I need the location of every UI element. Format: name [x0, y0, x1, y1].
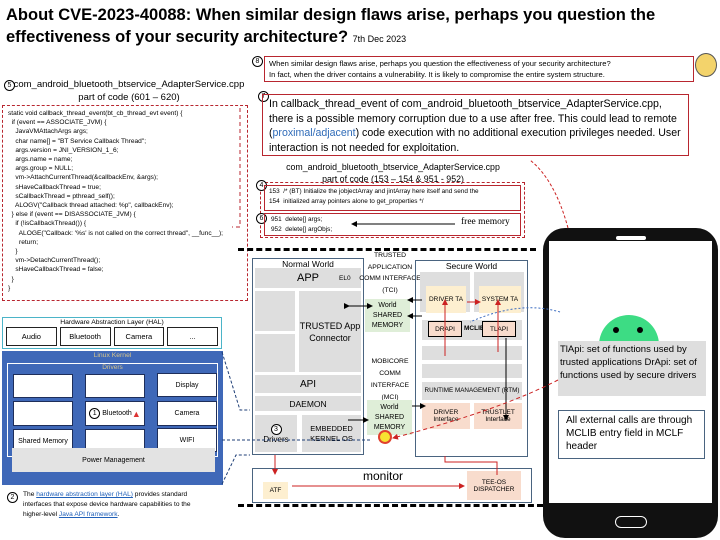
hal-bluetooth: Bluetooth: [59, 327, 111, 346]
world-shared-memory-mci: World SHARED MEMORY: [367, 400, 412, 435]
driver-camera: Camera: [157, 401, 217, 426]
code-lines-153-154: 153 /* (BT) Initialize the jobjectArray …: [264, 185, 521, 211]
hal-camera: Camera: [113, 327, 165, 346]
code-block-callback-thread-event: static void callback_thread_event(bt_cb_…: [2, 105, 248, 301]
step-number: 8: [252, 56, 263, 67]
note-7-vulnerability-description: In callback_thread_event of com_android_…: [262, 94, 689, 156]
page-title: About CVE-2023-40088: When similar desig…: [6, 6, 656, 46]
note-8: When similar design flaws arise, perhaps…: [264, 56, 694, 82]
power-management: Power Management: [12, 448, 215, 472]
code-header-right: com_android_bluetooth_btservice_AdapterS…: [286, 162, 500, 184]
driver-interface: DRIVER Interface: [422, 403, 470, 429]
tlapi: TLAPI: [482, 321, 516, 337]
step-number: 6: [256, 213, 267, 224]
code-lines-951-952: 951 delete[] args; 952 delete[] argObjs;: [264, 213, 521, 236]
normal-world: Normal World APP EL0 TRUSTED App Connect…: [252, 258, 364, 455]
warning-icon: ▲: [131, 408, 141, 419]
hal-description: The hardware abstraction layer (HAL) pro…: [23, 491, 191, 518]
date: 7th Dec 2023: [352, 34, 407, 44]
step-number: 5: [4, 80, 15, 91]
tci-label: TRUSTED APPLICATION COMM INTERFACE (TCI): [359, 252, 421, 294]
atf: ATF: [263, 482, 288, 499]
api-layer: API: [255, 375, 361, 393]
mclib-note: All external calls are through MCLIB ent…: [558, 410, 705, 459]
trustlet-interface: TRUSTLET Interface: [474, 403, 522, 429]
code-block-right: [260, 182, 525, 238]
daemon-layer: DAEMON: [255, 396, 361, 411]
phone-frame: TlApi: set of functions used by trusted …: [543, 228, 718, 538]
code-header-left: com_android_bluetooth_btservice_AdapterS…: [13, 79, 245, 103]
runtime-management: RUNTIME MANAGEMENT (RTM): [422, 382, 522, 400]
home-button[interactable]: [615, 516, 647, 528]
embedded-kernel-os: EMBEDDED KERNEL OS: [302, 415, 361, 452]
step-number: 7: [258, 91, 269, 102]
hal-layer: Hardware Abstraction Layer (HAL) Audio B…: [2, 317, 222, 349]
monitor: monitor ATF TEE-OS DISPATCHER: [252, 468, 532, 503]
cartoon-face-icon: [695, 53, 717, 77]
hal-more: ...: [167, 327, 218, 346]
el0-label: EL0: [339, 275, 351, 282]
free-memory-label: free memory: [461, 217, 510, 227]
explosion-icon: [380, 432, 390, 442]
tee-os-dispatcher: TEE-OS DISPATCHER: [467, 471, 521, 500]
api-note: TlApi: set of functions used by trusted …: [558, 341, 706, 396]
driver-display: Display: [157, 373, 217, 397]
mci-label: MOBICORE COMM INTERFACE (MCI): [370, 358, 410, 401]
hal-audio: Audio: [6, 327, 57, 346]
step-number: 2: [7, 492, 18, 503]
java-api-link[interactable]: Java API framework: [58, 511, 118, 518]
mclib-label: MCLIB: [464, 325, 485, 332]
hal-link[interactable]: hardware abstraction layer (HAL): [36, 491, 133, 498]
app-layer: APP: [255, 268, 361, 288]
divider: [238, 504, 543, 507]
divider: [238, 248, 536, 251]
